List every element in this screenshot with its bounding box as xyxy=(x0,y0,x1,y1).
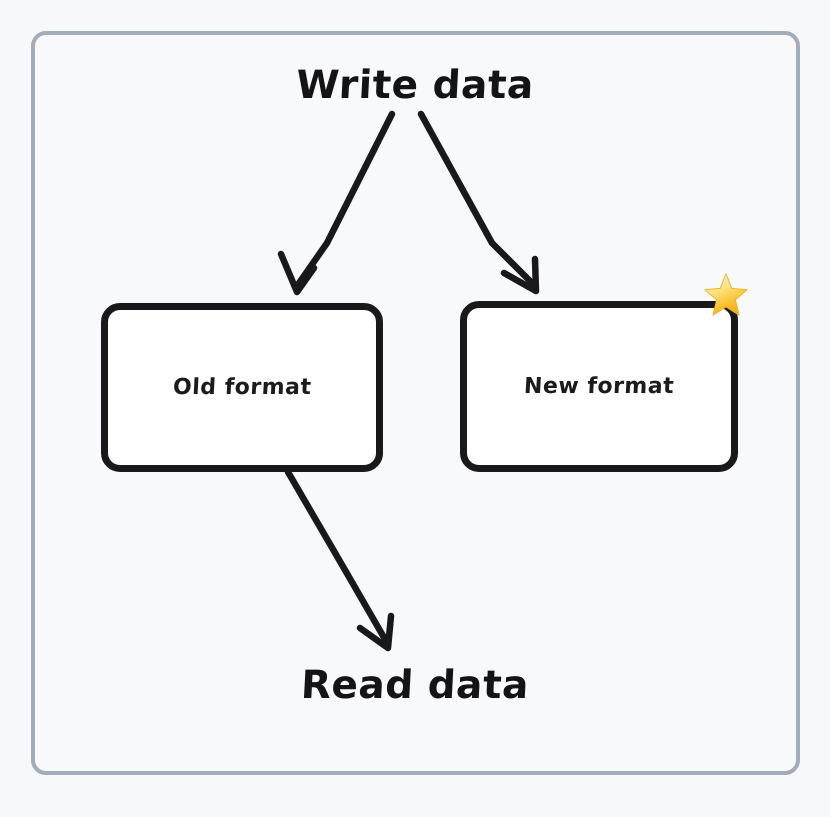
node-old-format[interactable]: Old format xyxy=(101,303,383,472)
node-old-format-label: Old format xyxy=(172,374,312,400)
node-new-format[interactable]: New format xyxy=(460,301,738,472)
node-new-format-label: New format xyxy=(523,373,675,399)
write-data-label: Write data xyxy=(294,63,536,108)
star-icon xyxy=(704,273,748,316)
read-data-label: Read data xyxy=(299,663,531,708)
